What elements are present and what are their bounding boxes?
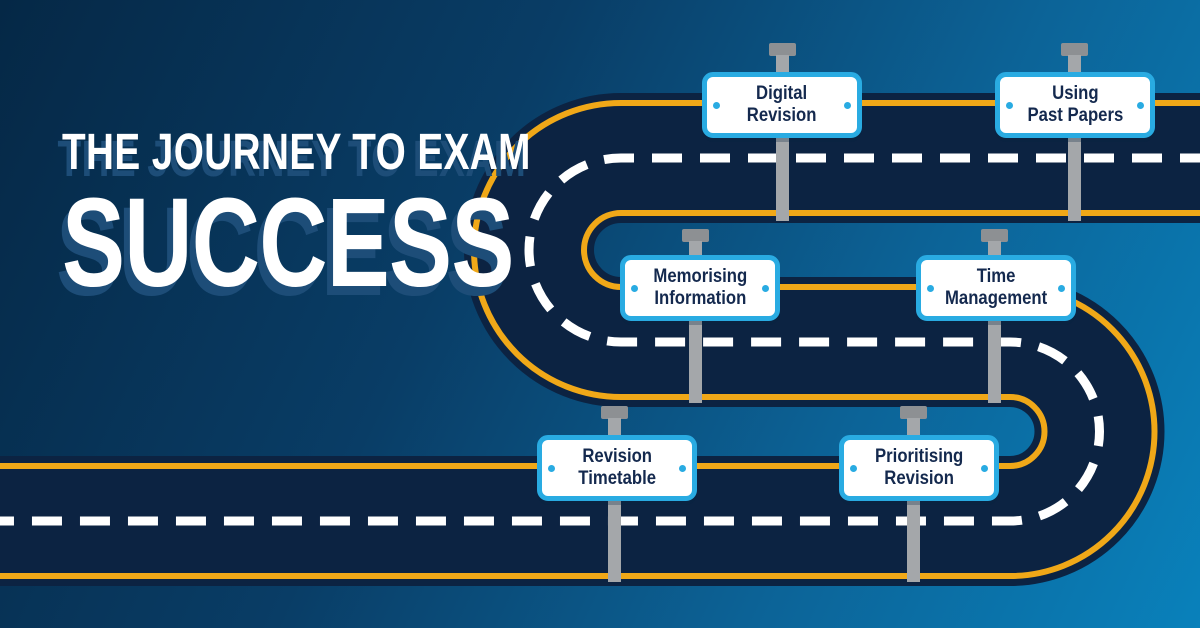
sign-bolt-icon	[631, 284, 638, 292]
page-title: THE JOURNEY TO EXAM SUCCESS	[62, 123, 679, 313]
sign-label: Prioritising Revision	[874, 445, 964, 489]
signpost-cap	[1060, 43, 1088, 56]
sign-bolt-icon	[1006, 101, 1013, 109]
sign-bolt-icon	[762, 284, 769, 292]
sign-label: Using Past Papers	[1027, 82, 1123, 126]
sign-bolt-icon	[713, 101, 720, 109]
sign-label: Memorising Information	[653, 265, 747, 309]
sign-label: Time Management	[944, 265, 1048, 309]
sign-bolt-icon	[844, 101, 851, 109]
sign-bolt-icon	[548, 464, 555, 472]
signpost-cap	[899, 406, 927, 419]
sign-label: Digital Revision	[747, 82, 817, 126]
title-line-1: THE JOURNEY TO EXAM	[62, 123, 531, 180]
sign-using-past-papers: Using Past Papers	[995, 72, 1155, 138]
signpost-cap	[600, 406, 628, 419]
sign-memorising-information: Memorising Information	[620, 255, 780, 321]
road-center-dashed-line	[0, 153, 1200, 526]
title-line-2: SUCCESS	[62, 172, 514, 313]
sign-bolt-icon	[1137, 101, 1144, 109]
road-edge-line-outer	[0, 100, 1200, 469]
road-edge-line-inner	[0, 210, 1200, 579]
signpost-cap	[980, 229, 1008, 242]
sign-digital-revision: Digital Revision	[702, 72, 862, 138]
sign-prioritising-revision: Prioritising Revision	[839, 435, 999, 501]
sign-bolt-icon	[679, 464, 686, 472]
sign-bolt-icon	[981, 464, 988, 472]
sign-bolt-icon	[927, 284, 934, 292]
sign-revision-timetable: Revision Timetable	[537, 435, 697, 501]
signpost-cap	[768, 43, 796, 56]
sign-label: Revision Timetable	[578, 445, 656, 489]
sign-bolt-icon	[850, 464, 857, 472]
sign-time-management: Time Management	[916, 255, 1076, 321]
signpost-cap	[681, 229, 709, 242]
sign-bolt-icon	[1058, 284, 1065, 292]
